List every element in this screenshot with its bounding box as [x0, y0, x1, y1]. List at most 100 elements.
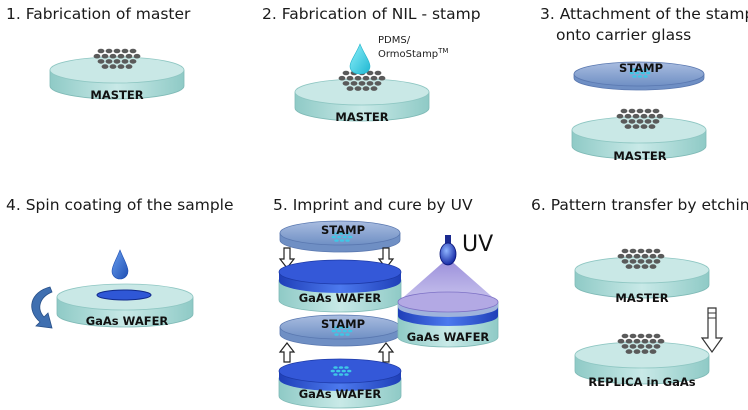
pattern-dot [341, 369, 346, 373]
imprinted-dot-array [330, 366, 352, 376]
step6-replica-label: REPLICA in GaAs [588, 375, 695, 389]
step6-title: 6. Pattern transfer by etching [531, 196, 748, 214]
pattern-dot [101, 53, 109, 59]
pattern-dot [653, 259, 661, 264]
pattern-dot [656, 113, 664, 119]
pattern-dot [370, 75, 378, 81]
pattern-dot [334, 326, 339, 329]
pattern-dot [633, 338, 641, 344]
step3-stamp-label: STAMP [619, 61, 663, 75]
master-dot-array [617, 248, 665, 269]
pdms-drop-icon [349, 43, 371, 75]
pattern-dot [641, 253, 649, 259]
pattern-dot [342, 70, 350, 76]
step3-master-label: MASTER [613, 149, 666, 163]
pattern-dot [378, 75, 386, 81]
pattern-dot [334, 333, 339, 336]
stamp-dot-array [331, 326, 353, 336]
pattern-dot [640, 113, 648, 119]
pattern-dot [345, 326, 350, 329]
pattern-dot [345, 333, 350, 336]
step2-title: 2. Fabrication of NIL - stamp [262, 5, 481, 23]
pattern-dot [620, 108, 628, 114]
step5-wafer-label-bottom: GaAs WAFER [299, 387, 382, 401]
pattern-dot [629, 71, 634, 75]
pattern-dot [643, 75, 648, 78]
pattern-dot [652, 108, 660, 114]
pattern-dot [338, 366, 344, 369]
pattern-dot [644, 119, 652, 124]
pattern-dot [633, 349, 641, 354]
uv-beam [398, 258, 498, 302]
pattern-dot [345, 239, 350, 242]
step5-stamp-label-bottom: STAMP [321, 317, 365, 331]
step5-arrows-up [278, 342, 395, 363]
pattern-dot [628, 119, 636, 124]
step6-master-disc: MASTER [574, 248, 710, 305]
pattern-dot [636, 108, 644, 114]
pattern-dot [109, 64, 117, 69]
pattern-dot [637, 344, 645, 349]
pattern-dot [633, 264, 641, 269]
pattern-dot [624, 124, 632, 129]
pattern-dot [621, 344, 629, 349]
step4-wafer-disc: GaAs WAFER [56, 283, 194, 328]
pattern-dot [354, 75, 362, 81]
pattern-dot [125, 64, 133, 69]
step5-wafer-top: GaAs WAFER [278, 259, 402, 313]
stamp-dot-array [629, 68, 651, 78]
pattern-dot [346, 86, 354, 91]
pattern-dot [330, 369, 335, 373]
pattern-dot [358, 81, 366, 86]
pattern-dot [632, 113, 640, 119]
pattern-dot [657, 338, 665, 344]
pattern-dot [648, 124, 656, 129]
master-dot-array [616, 108, 664, 129]
pattern-dot [101, 64, 109, 69]
step3-title-line1: 3. Attachment of the stamp [540, 5, 748, 23]
pattern-dot [339, 333, 345, 336]
pattern-dot [616, 113, 624, 119]
step5-wafer-bottom: GaAs WAFER [278, 358, 402, 409]
rotation-arrow-icon [31, 286, 53, 329]
pattern-dot [133, 53, 141, 59]
pattern-dot [624, 113, 632, 119]
pattern-dot [625, 264, 633, 269]
pattern-dot [334, 232, 339, 235]
step2-master-label: MASTER [335, 110, 388, 124]
pattern-dot [625, 253, 633, 259]
pattern-dot [338, 75, 346, 81]
pattern-dot [640, 71, 645, 75]
step5-stamp-label-top: STAMP [321, 223, 365, 237]
pattern-dot [362, 86, 370, 91]
pattern-dot [125, 53, 133, 59]
pattern-dot [366, 70, 374, 76]
pattern-dot [641, 338, 649, 344]
pattern-dot [637, 333, 645, 339]
pattern-dot [632, 68, 637, 71]
pattern-dot [374, 81, 382, 86]
master-dot-array [93, 48, 141, 69]
pattern-dot [339, 326, 345, 329]
pattern-dot [657, 253, 665, 259]
pattern-dot [342, 329, 347, 333]
pattern-dot [652, 119, 660, 124]
step2-master-disc: MASTER [294, 70, 430, 124]
pattern-dot [129, 59, 137, 64]
pattern-dot [350, 81, 358, 86]
pattern-dot [653, 248, 661, 254]
uv-lamp-stem [445, 235, 451, 247]
pattern-dot [344, 373, 349, 376]
step5-wafer-label-top: GaAs WAFER [299, 291, 382, 305]
pattern-dot [374, 70, 382, 76]
stamp-dot-array [331, 232, 353, 242]
pattern-dot [640, 124, 648, 129]
uv-curing-setup: GaAs WAFER UV [397, 232, 499, 348]
pattern-dot [97, 59, 105, 64]
pattern-dot [113, 59, 121, 64]
ormostamp-label: OrmoStampTM [378, 47, 448, 60]
pattern-dot [636, 119, 644, 124]
step5-title: 5. Imprint and cure by UV [273, 196, 473, 214]
pattern-dot [339, 232, 345, 235]
